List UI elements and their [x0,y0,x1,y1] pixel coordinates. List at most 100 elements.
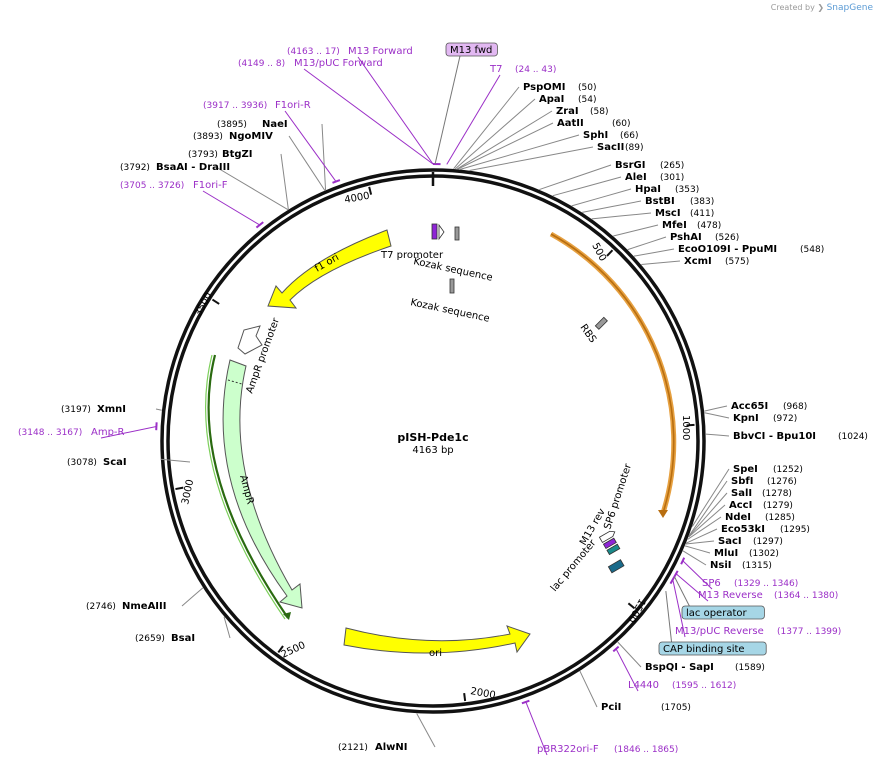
site-position: (972) [773,414,797,424]
primer-position: (4149 .. 8) [238,59,285,69]
lac-operator-box [606,543,621,556]
site-position: (2659) [135,634,165,644]
site-leader [539,164,612,191]
site-label: BtgZI [222,149,253,160]
primer-mark [521,699,530,705]
tick-mark [627,602,636,610]
primer-leader [303,68,434,165]
site-label: SbfI [731,476,753,487]
feature-label-lac-promoter: lac promoter [549,537,599,594]
m13-rev-box [602,537,617,550]
site-position: (1295) [780,525,810,535]
site-position: (1252) [773,465,803,475]
ampr-dark-arc-light [204,354,286,620]
orf-arc [549,231,677,514]
primer-label: F1ori-R [275,100,311,111]
site-position: (353) [675,185,699,195]
tick-mark [211,298,220,305]
primer-position: (1329 .. 1346) [734,579,798,589]
site-position: (1024) [838,432,868,442]
site-leader [685,540,715,545]
site-label: MscI [655,208,681,219]
site-leader [469,146,594,171]
site-leader [684,545,711,554]
ampr-arrow [222,359,303,609]
site-label: NaeI [262,119,288,130]
site-leader [688,492,728,538]
site-label: SphI [583,130,608,141]
ampr-dark-arc [207,354,289,619]
site-position: (1276) [767,477,797,487]
site-position: (54) [578,95,596,105]
snapgene-logo-icon: ❯ [817,3,825,12]
primer-label: L4440 [628,680,659,691]
site-leader [454,98,536,170]
primer-label: M13 fwd [450,45,492,56]
primer-label: T7 [489,64,502,75]
site-position: (58) [590,107,608,117]
site-label: MluI [714,548,738,559]
site-label: BstBI [645,196,675,207]
site-leader [181,587,204,607]
site-label: NsiI [710,560,731,571]
site-position: (89) [625,143,643,153]
site-label: AleI [625,172,647,183]
site-leader [685,528,718,544]
site-position: (478) [697,221,721,231]
site-position: (526) [715,233,739,243]
feature-label-sp6-promoter: SP6 promoter [602,462,634,531]
site-label: SpeI [733,464,758,475]
primer-label: M13/pUC Reverse [675,626,764,637]
site-label: SacII [597,142,624,153]
feature-label-kozak-2: Kozak sequence [409,297,490,325]
site-label: MfeI [662,220,687,231]
backbone-outer-ring [160,168,706,714]
primer-label: M13 Forward [348,46,413,57]
site-leader [688,480,728,537]
site-leader [457,122,554,170]
site-position: (548) [800,245,824,255]
site-label: SacI [718,536,742,547]
primer-position: (1595 .. 1612) [672,681,736,691]
primer-marks [155,163,686,705]
site-label: NdeI [725,512,751,523]
orf-arc-core [550,233,675,514]
site-leader [321,123,327,191]
site-label: SalI [731,488,752,499]
site-position: (1297) [753,537,783,547]
site-label: NgoMIV [229,131,273,142]
site-label: KpnI [733,413,759,424]
primer-leader [284,110,337,182]
site-position: (1279) [763,501,793,511]
site-leader [571,188,632,207]
site-labels: PspOMI(50)ApaI(54)ZraI(58)AatII(60)SphI(… [18,42,868,755]
site-position: (3893) [193,132,223,142]
feature-label-ampr-promoter: AmpR promoter [244,316,282,395]
tick-mark [606,249,614,257]
primer-mark [669,570,679,585]
primer-leader [672,579,686,638]
t7-promoter-arrow [431,223,438,240]
site-position: (301) [660,173,684,183]
site-position: (3895) [217,120,247,130]
site-position: (1589) [735,663,765,673]
site-position: (3792) [120,163,150,173]
tick-mark [175,486,184,491]
site-leader [582,200,642,213]
tick-label: 2000 [469,686,496,701]
primer-leader [682,560,713,590]
ampr-dark-arrowhead [283,612,291,620]
site-label: BspQI - SapI [645,662,714,673]
site-position: (1278) [762,489,792,499]
primer-label: Amp-R [91,427,125,438]
site-leader [613,224,659,237]
primer-label: SP6 [702,578,721,589]
site-label: BsrGI [615,160,645,171]
tick-label: 3500 [193,291,215,319]
primer-label: M13/pUC Forward [294,58,383,69]
sp6-promoter-arrow [598,530,616,543]
primer-mark [255,221,264,229]
site-label: BbvCI - Bpu10I [733,431,816,442]
site-label: HpaI [635,184,661,195]
primer-box [681,605,765,620]
